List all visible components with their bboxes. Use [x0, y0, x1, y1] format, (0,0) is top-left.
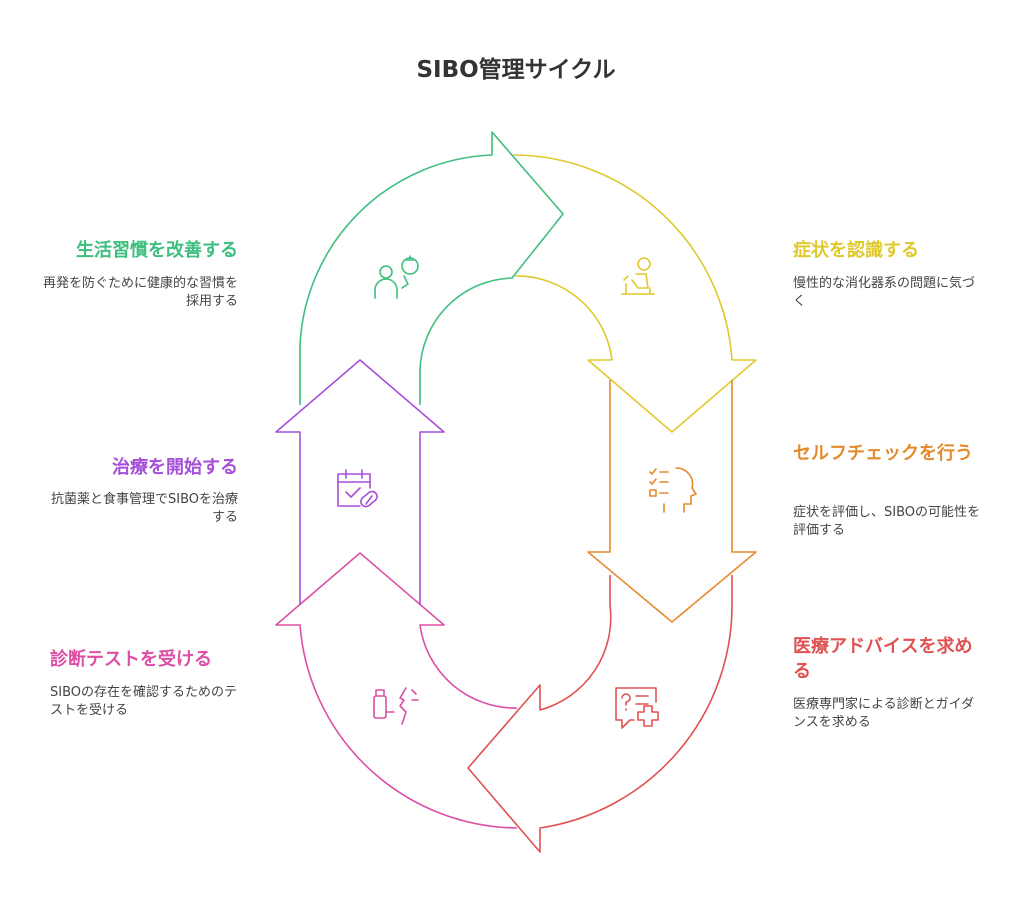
breath-test-icon	[373, 687, 419, 725]
diagram-title: SIBO管理サイクル	[416, 57, 616, 83]
green-arrow-segment	[299, 131, 564, 405]
step-desc-medical-advice: 医療専門家による診断とガイダンスを求める	[793, 697, 975, 730]
medical-chat-icon	[615, 687, 659, 729]
step-desc-symptoms: 慢性的な消化器系の問題に気づく	[793, 276, 976, 309]
step-title-medical-advice: 医療アドバイスを求める	[793, 636, 973, 682]
step-desc-selfcheck: 症状を評価し、SIBOの可能性を評価する	[793, 505, 981, 538]
step-title-selfcheck: セルフチェックを行う	[793, 443, 973, 464]
step-title-treatment: 治療を開始する	[112, 457, 238, 478]
step-title-diagnostic: 診断テストを受ける	[50, 649, 212, 670]
yellow-arrow-segment	[512, 154, 757, 433]
pink-arrow-segment	[275, 552, 518, 829]
checklist-head-icon	[649, 467, 697, 513]
orange-arrow-segment	[587, 380, 757, 623]
person-sitting-icon	[621, 257, 655, 295]
healthy-person-icon	[374, 255, 419, 299]
step-desc-treatment: 抗菌薬と食事管理でSIBOを治療する	[50, 492, 238, 525]
step-title-lifestyle: 生活習慣を改善する	[76, 240, 238, 261]
calendar-pill-icon	[337, 469, 378, 508]
purple-arrow-segment	[275, 359, 445, 605]
step-desc-diagnostic: SIBOの存在を確認するためのテストを受ける	[50, 685, 238, 718]
red-arrow-segment	[467, 575, 733, 853]
step-title-symptoms: 症状を認識する	[793, 240, 919, 261]
step-desc-lifestyle: 再発を防ぐために健康的な習慣を採用する	[42, 276, 238, 309]
